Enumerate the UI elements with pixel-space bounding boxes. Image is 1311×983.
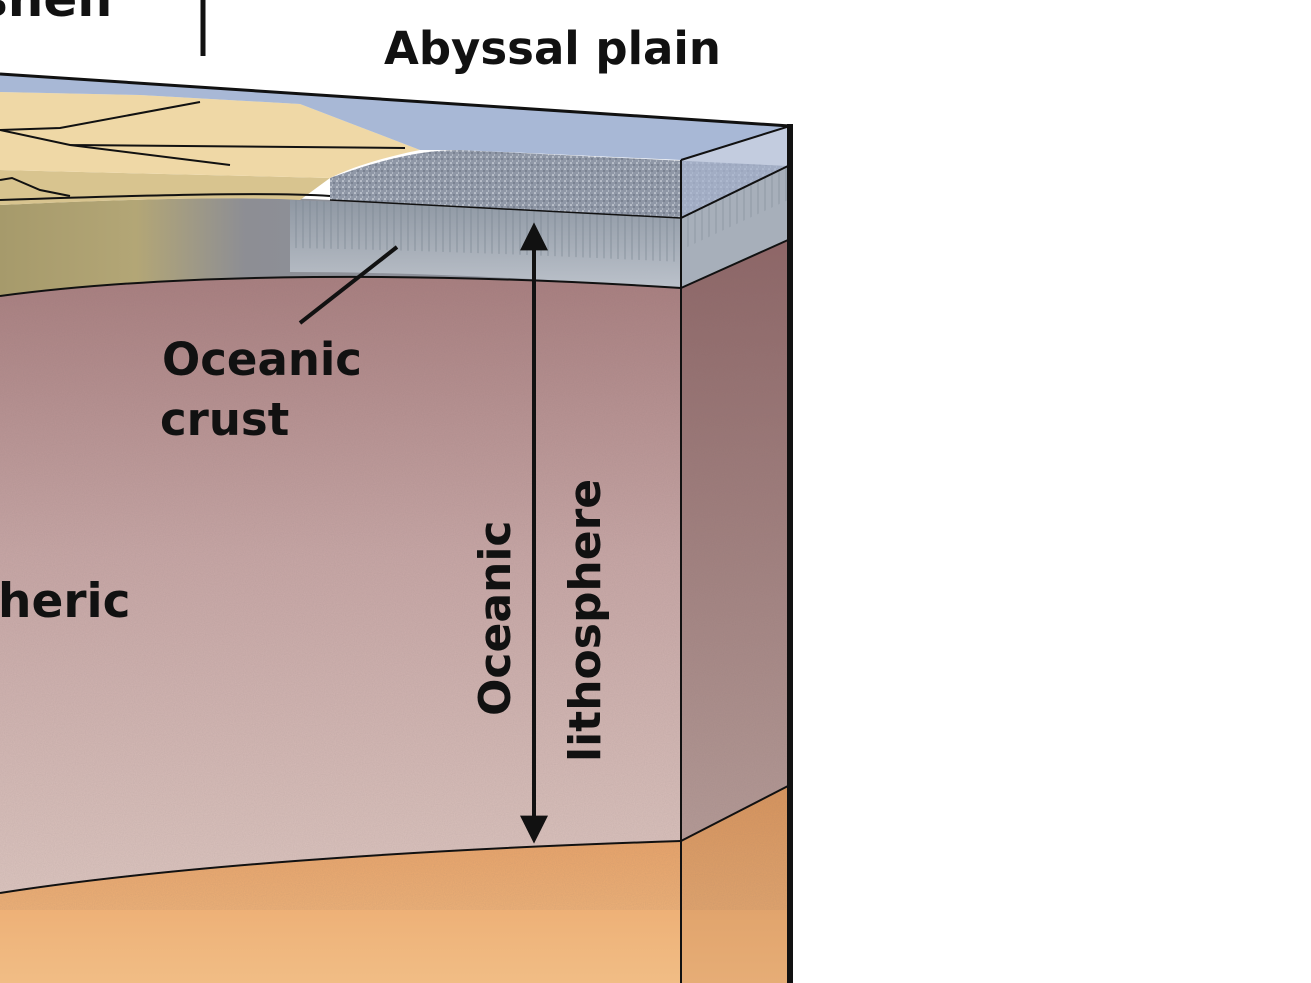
label-shelf-partial: shelf	[0, 0, 117, 28]
label-continental-lithospheric-partial: heric	[0, 574, 131, 629]
label-oceanic-lithosphere-1: Oceanic	[470, 520, 521, 716]
label-oceanic-lithosphere-2: lithosphere	[560, 479, 611, 762]
label-abyssal-plain: Abyssal plain	[384, 22, 721, 75]
label-oceanic-crust-2: crust	[160, 393, 289, 446]
label-oceanic-crust-1: Oceanic	[162, 333, 362, 386]
